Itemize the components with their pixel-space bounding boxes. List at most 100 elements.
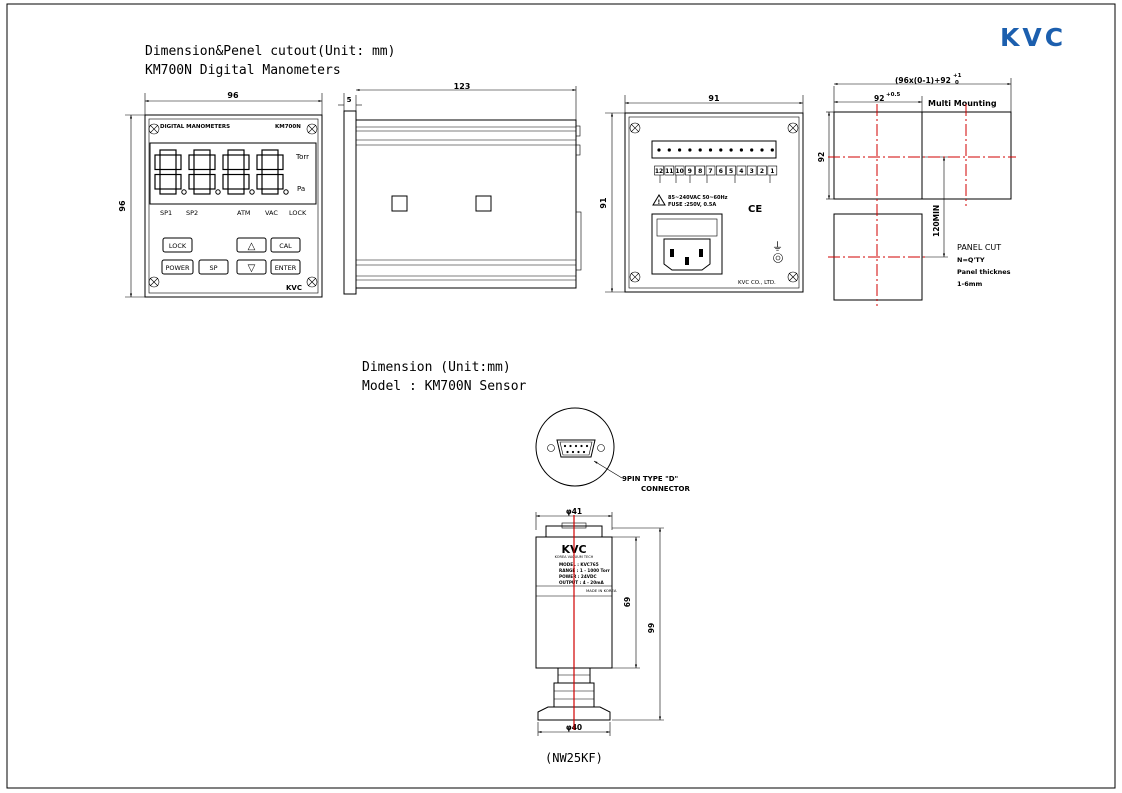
ce-mark-icon: CE <box>748 204 762 215</box>
seven-segment-digit <box>188 149 221 195</box>
panel-cutout: (96x(0-1)+92 +1 0 92 +0.5 Multi Mounting… <box>817 73 1016 306</box>
rear-panel <box>624 112 804 293</box>
front-header-right: KM700N <box>275 124 301 130</box>
pin-icon <box>577 450 580 454</box>
rear-maker: KVC CO., LTD. <box>738 280 776 286</box>
warning-icon <box>652 194 666 206</box>
pin-icon <box>566 450 569 454</box>
svg-text:LOCK: LOCK <box>169 242 187 250</box>
sp-button[interactable]: SP <box>198 259 229 275</box>
front-width-dim: 96 <box>227 91 239 100</box>
sheet-border <box>6 3 1116 789</box>
front-height-dim: 96 <box>118 200 127 212</box>
sensor-body-height: 69 <box>623 597 632 607</box>
screw-icon <box>306 123 318 135</box>
unit-pa: Pa <box>297 185 305 193</box>
terminal-number: 3 <box>750 168 754 175</box>
multi-mounting-label: Multi Mounting <box>928 99 997 108</box>
indicator-lock: LOCK <box>289 209 307 217</box>
svg-text:▽: ▽ <box>248 263 256 274</box>
sensor-made-in: MADE IN KOREA <box>586 588 617 593</box>
terminal-block <box>651 140 777 159</box>
front-header-left: DIGITAL MANOMETERS <box>160 124 230 130</box>
front-bezel <box>144 114 323 298</box>
terminal-number: 12 <box>655 168 663 175</box>
sensor-model: MODEL : KVC765 <box>559 562 599 567</box>
screw-icon <box>787 271 799 283</box>
panel-cut-thickness-range: 1-6mm <box>957 280 983 288</box>
indicator-sp1: SP1 <box>160 209 172 217</box>
side-depth-dim: 123 <box>454 82 471 91</box>
connector-detail: 9PIN TYPE "D" CONNECTOR <box>535 407 690 493</box>
sensor-subtitle: Model : KM700N Sensor <box>362 379 527 394</box>
seven-segment-digit <box>154 149 187 195</box>
seven-segment-digit <box>256 149 289 195</box>
cal-button[interactable]: CAL <box>270 237 301 253</box>
enter-button[interactable]: ENTER <box>270 259 301 275</box>
down-button[interactable]: ▽ <box>236 259 267 275</box>
terminal-number: 9 <box>688 168 692 175</box>
manometer-title: Dimension&Penel cutout(Unit: mm) <box>145 44 395 59</box>
unit-torr: Torr <box>295 153 309 161</box>
rear-width-dim: 91 <box>708 94 720 103</box>
rear-height-dim: 91 <box>599 197 608 209</box>
indicator-sp2: SP2 <box>186 209 198 217</box>
side-flange <box>343 110 357 295</box>
terminal-number: 1 <box>770 168 774 175</box>
screw-icon <box>787 122 799 134</box>
cutout-total-dim: (96x(0-1)+92 <box>895 76 951 85</box>
seven-segment-display <box>154 149 289 195</box>
cutout-single-tol: +0.5 <box>886 92 901 98</box>
ground-icon: ⏚ <box>772 240 783 253</box>
panel-cut-title: PANEL CUT <box>957 243 1001 252</box>
pin-icon <box>582 450 586 454</box>
sensor-title: Dimension (Unit:mm) <box>362 360 511 375</box>
lock-button[interactable]: LOCK <box>162 237 193 253</box>
sensor-output: OUTPUT : 4 - 20mA <box>559 580 604 585</box>
pin-icon <box>585 444 589 448</box>
side-clip <box>475 195 492 212</box>
flange-type-label: (NW25KF) <box>545 751 603 765</box>
fuse-rating: FUSE :250V, 0.5A <box>668 202 716 208</box>
screw-icon <box>629 122 641 134</box>
pin-icon <box>569 444 572 448</box>
terminal-number: 8 <box>698 168 702 175</box>
svg-text:POWER: POWER <box>165 264 190 272</box>
terminal-number: 6 <box>719 168 723 175</box>
cutout-single-dim: 92 <box>874 94 884 103</box>
terminal-number: 4 <box>739 168 743 175</box>
sensor-top-diameter: φ41 <box>566 507 582 516</box>
seven-segment-digit <box>222 149 255 195</box>
power-button[interactable]: POWER <box>161 259 194 275</box>
terminal-screws <box>657 148 774 152</box>
manometer-subtitle: KM700N Digital Manometers <box>145 63 341 78</box>
side-view: 123 5 <box>338 82 582 295</box>
front-brand: KVC <box>286 284 302 292</box>
display-window <box>149 142 317 205</box>
terminal-number: 10 <box>675 168 683 175</box>
svg-text:CAL: CAL <box>279 242 292 250</box>
svg-text:SP: SP <box>209 264 217 272</box>
pin-icon <box>580 444 583 448</box>
cutout-total-tol-lower: 0 <box>955 80 959 86</box>
panel-cut-thickness: Panel thicknes <box>957 268 1011 276</box>
side-flange-dim: 5 <box>347 96 352 104</box>
panel-cut-qty: N=Q'TY <box>957 256 985 264</box>
screw-icon <box>629 271 641 283</box>
power-inlet <box>651 213 723 275</box>
sensor-range: RANGE : 1 - 1000 Torr <box>559 568 611 573</box>
front-view: 96 96 DIGITAL MANOMETERS KM700N Torr Pa … <box>118 91 323 298</box>
up-button[interactable]: △ <box>236 237 267 253</box>
connector-label: 9PIN TYPE "D" <box>622 475 678 483</box>
svg-text:!: ! <box>658 199 661 206</box>
connector-label-2: CONNECTOR <box>641 485 690 493</box>
pin-icon <box>574 444 578 448</box>
cutout-hole <box>833 111 923 200</box>
svg-text:ENTER: ENTER <box>275 264 297 272</box>
pin-icon <box>571 450 575 454</box>
terminal-number: 5 <box>729 168 733 175</box>
pin-icon <box>563 444 567 448</box>
sensor-flange <box>537 706 611 721</box>
